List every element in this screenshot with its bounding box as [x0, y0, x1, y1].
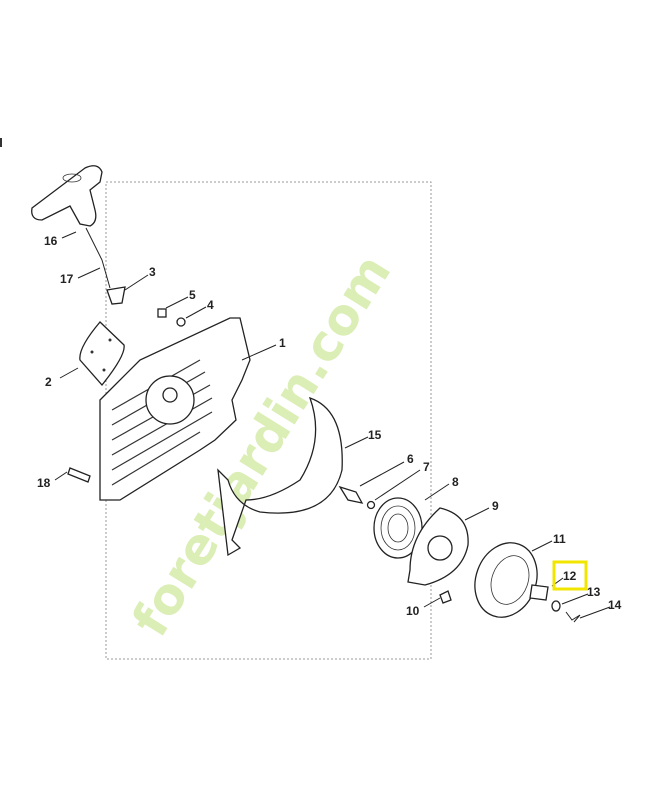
callout-10[interactable]: 10 [406, 604, 420, 618]
part-18-screw [67, 467, 91, 483]
callout-13[interactable]: 13 [587, 585, 601, 599]
part-4-washer [176, 317, 186, 327]
callout-5[interactable]: 5 [189, 288, 196, 302]
callout-16[interactable]: 16 [44, 234, 58, 248]
callout-3[interactable]: 3 [149, 265, 156, 279]
callout-1[interactable]: 1 [279, 336, 286, 350]
callout-14[interactable]: 14 [608, 598, 622, 612]
callout-6[interactable]: 6 [407, 452, 414, 466]
part-11-rope-rotor [474, 542, 538, 618]
part-8-spring [373, 497, 423, 559]
leader-lines [54, 231, 611, 619]
part-7-washer [366, 500, 376, 510]
callout-7[interactable]: 7 [423, 460, 430, 474]
callout-9[interactable]: 9 [492, 499, 499, 513]
callout-15[interactable]: 15 [368, 428, 382, 442]
callout-12[interactable]: 12 [563, 569, 577, 583]
part-16-handle [31, 165, 111, 289]
edge-mark [0, 138, 2, 147]
part-2-plate [79, 321, 125, 387]
part-9-spring-housing [407, 507, 469, 586]
part-12-pawl [529, 584, 549, 601]
part-6-shaft [338, 485, 364, 504]
part-14-spring-clip [565, 611, 581, 623]
callout-8[interactable]: 8 [452, 475, 459, 489]
callout-11[interactable]: 11 [553, 532, 566, 546]
part-13-washer [551, 600, 561, 612]
callout-4[interactable]: 4 [207, 298, 214, 312]
part-1-fan-housing [99, 317, 251, 501]
highlight-box [552, 560, 588, 591]
part-5-nut [157, 308, 167, 318]
part-10-screw [439, 590, 452, 604]
part-3-bushing [106, 286, 126, 305]
callout-18[interactable]: 18 [37, 476, 51, 490]
part-15-rope-guide [217, 396, 343, 557]
callout-17[interactable]: 17 [60, 272, 74, 286]
callout-2[interactable]: 2 [45, 375, 52, 389]
